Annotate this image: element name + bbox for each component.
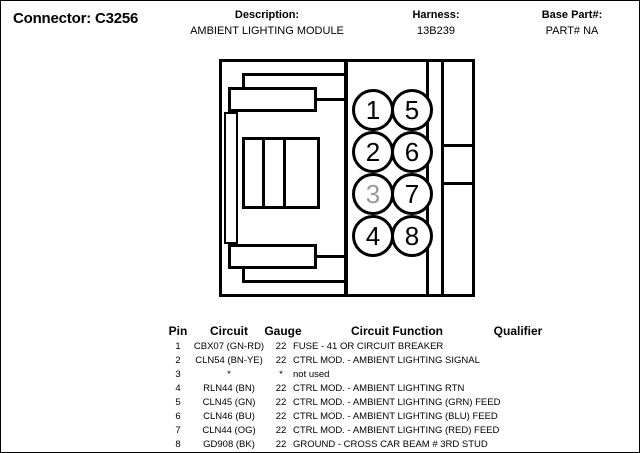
pin-circle-6[interactable]: 6 <box>391 131 433 173</box>
table-row: 8 GD908 (BK) 22 GROUND - CROSS CAR BEAM … <box>1 439 639 452</box>
cell-function: not used <box>293 369 330 380</box>
harness-value: 13B239 <box>417 25 455 37</box>
cell-gauge: 22 <box>275 439 287 450</box>
cell-gauge: * <box>279 369 283 380</box>
pin-circle-4[interactable]: 4 <box>352 215 394 257</box>
cell-pin: 8 <box>175 439 181 450</box>
connector-upper-arm <box>228 87 317 112</box>
cell-function: FUSE - 41 OR CIRCUIT BREAKER <box>293 341 444 352</box>
cell-function: CTRL MOD. - AMBIENT LIGHTING (GRN) FEED <box>293 397 501 408</box>
cell-pin: 4 <box>175 383 181 394</box>
cell-pin: 5 <box>175 397 181 408</box>
connector-lock-divider-2 <box>283 140 286 206</box>
pin-circle-5[interactable]: 5 <box>391 89 433 131</box>
cell-circuit: CLN44 (OG) <box>202 425 256 436</box>
connector-latch-notch-lower <box>441 182 475 185</box>
connector-lock-divider-1 <box>262 140 265 206</box>
connector-id-title: Connector: C3256 <box>13 10 139 27</box>
cell-pin: 1 <box>175 341 181 352</box>
cell-pin: 6 <box>175 411 181 422</box>
cell-pin: 7 <box>175 425 181 436</box>
pin-circle-8[interactable]: 8 <box>391 215 433 257</box>
table-row: 7 CLN44 (OG) 22 CTRL MOD. - AMBIENT LIGH… <box>1 425 639 439</box>
base-part-column: Base Part#: PART# NA <box>511 9 633 38</box>
cell-gauge: 22 <box>275 397 287 408</box>
connector-latch-rail-left <box>426 59 429 297</box>
cell-function: CTRL MOD. - AMBIENT LIGHTING (RED) FEED <box>293 425 500 436</box>
pin-circle-1[interactable]: 1 <box>352 89 394 131</box>
connector-latch-notch-upper <box>441 144 475 147</box>
connector-center-lock-block <box>242 137 320 209</box>
table-header-row: Pin Circuit Gauge Circuit Function Quali… <box>1 324 639 341</box>
connector-lower-arm <box>228 244 317 269</box>
column-header-circuit: Circuit <box>209 324 248 338</box>
base-part-label: Base Part#: <box>541 9 603 21</box>
cell-circuit: * <box>227 369 231 380</box>
cell-circuit: CBX07 (GN-RD) <box>193 341 265 352</box>
connector-body-diagram: 1 2 3 4 5 6 7 8 <box>219 59 475 297</box>
description-label: Description: <box>234 9 300 21</box>
cell-gauge: 22 <box>275 411 287 422</box>
cell-circuit: RLN44 (BN) <box>203 383 255 394</box>
pin-circle-7[interactable]: 7 <box>391 173 433 215</box>
cell-function: CTRL MOD. - AMBIENT LIGHTING RTN <box>293 383 465 394</box>
connector-cavity-separator <box>344 59 348 297</box>
cell-gauge: 22 <box>275 383 287 394</box>
table-row: 1 CBX07 (GN-RD) 22 FUSE - 41 OR CIRCUIT … <box>1 341 639 355</box>
cell-circuit: GD908 (BK) <box>203 439 255 450</box>
pin-circle-3[interactable]: 3 <box>352 173 394 215</box>
cell-circuit: CLN54 (BN-YE) <box>195 355 263 366</box>
description-value: AMBIENT LIGHTING MODULE <box>190 25 344 37</box>
table-row: 3 * * not used <box>1 369 639 383</box>
cell-pin: 3 <box>175 369 181 380</box>
table-row: 6 CLN46 (BU) 22 CTRL MOD. - AMBIENT LIGH… <box>1 411 639 425</box>
table-row: 5 CLN45 (GN) 22 CTRL MOD. - AMBIENT LIGH… <box>1 397 639 411</box>
cell-gauge: 22 <box>275 341 287 352</box>
harness-column: Harness: 13B239 <box>353 9 519 38</box>
cell-circuit: CLN45 (GN) <box>202 397 256 408</box>
base-part-value: PART# NA <box>545 25 599 37</box>
connector-left-side-rail <box>224 112 238 244</box>
connector-latch-rail-right <box>441 59 444 297</box>
cell-function: CTRL MOD. - AMBIENT LIGHTING (BLU) FEED <box>293 411 498 422</box>
harness-label: Harness: <box>412 9 460 21</box>
column-header-gauge: Gauge <box>264 324 302 338</box>
cell-pin: 2 <box>175 355 181 366</box>
column-header-qualifier: Qualifier <box>493 324 543 338</box>
cell-gauge: 22 <box>275 425 287 436</box>
table-row: 4 RLN44 (BN) 22 CTRL MOD. - AMBIENT LIGH… <box>1 383 639 397</box>
column-header-pin: Pin <box>168 324 188 338</box>
cell-function: GROUND - CROSS CAR BEAM # 3RD STUD <box>293 439 488 450</box>
pin-circle-2[interactable]: 2 <box>352 131 394 173</box>
cell-gauge: 22 <box>275 355 287 366</box>
column-header-circuit-function: Circuit Function <box>351 324 443 338</box>
pin-assignment-table: Pin Circuit Gauge Circuit Function Quali… <box>1 324 639 452</box>
table-row: 2 CLN54 (BN-YE) 22 CTRL MOD. - AMBIENT L… <box>1 355 639 369</box>
cell-function: CTRL MOD. - AMBIENT LIGHTING SIGNAL <box>293 355 480 366</box>
description-column: Description: AMBIENT LIGHTING MODULE <box>169 9 365 38</box>
cell-circuit: CLN46 (BU) <box>203 411 255 422</box>
